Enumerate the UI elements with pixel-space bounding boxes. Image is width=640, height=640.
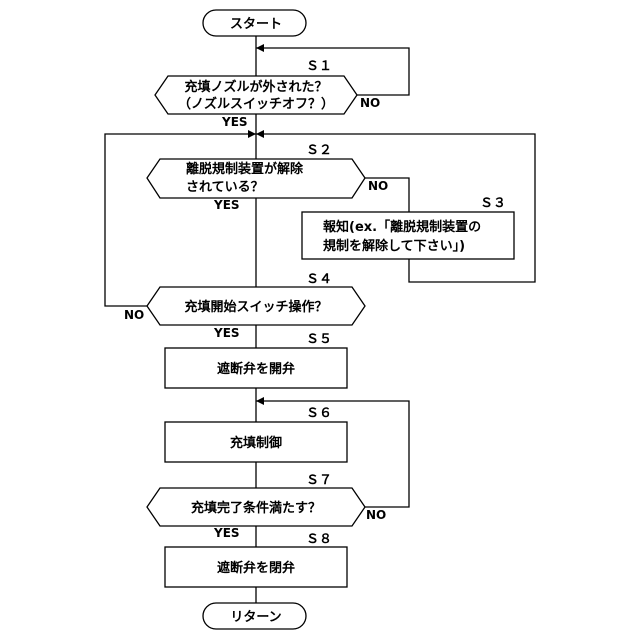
s2-decision: 離脱規制装置が解除 されている？ Ｓ２ NO YES xyxy=(147,143,388,212)
start-label: スタート xyxy=(230,17,282,32)
arrow-s3-loop xyxy=(256,130,264,138)
s1-step-id: Ｓ１ xyxy=(306,59,332,74)
s1-text-line2: （ノズルスイッチオフ？） xyxy=(178,96,334,112)
s6-text: 充填制御 xyxy=(230,435,282,451)
s6-step-id: Ｓ６ xyxy=(306,406,332,421)
s2-step-id: Ｓ２ xyxy=(306,143,332,158)
s7-no-label: NO xyxy=(366,508,386,522)
arrow-s1-loop xyxy=(256,44,264,52)
end-terminal: リターン xyxy=(203,603,306,629)
s4-step-id: Ｓ４ xyxy=(306,272,332,287)
s2-text-line2: されている？ xyxy=(186,180,264,195)
s3-text-line2: 規制を解除して下さい」) xyxy=(323,238,465,254)
s2-yes-label: YES xyxy=(213,198,240,212)
end-label: リターン xyxy=(230,610,281,625)
s4-yes-label: YES xyxy=(213,326,240,340)
s8-step-id: Ｓ８ xyxy=(306,532,332,547)
s7-text: 充填完了条件満たす？ xyxy=(191,500,321,516)
s3-process: 報知(ex.「離脱規制装置の 規制を解除して下さい」) Ｓ３ xyxy=(302,196,514,259)
s4-text: 充填開始スイッチ操作？ xyxy=(184,299,327,315)
s4-decision: 充填開始スイッチ操作？ Ｓ４ NO YES xyxy=(124,272,365,340)
s1-yes-label: YES xyxy=(221,115,248,129)
s3-text-line1: 報知(ex.「離脱規制装置の xyxy=(323,219,481,235)
s8-text: 遮断弁を閉弁 xyxy=(217,560,295,576)
s7-step-id: Ｓ７ xyxy=(306,473,332,488)
s7-yes-label: YES xyxy=(213,526,240,540)
arrow-s7-loop xyxy=(256,397,264,405)
s1-text-line1: 充填ノズルが外された？ xyxy=(184,79,327,95)
s2-text-line1: 離脱規制装置が解除 xyxy=(186,161,304,177)
s5-text: 遮断弁を開弁 xyxy=(217,361,295,377)
s3-step-id: Ｓ３ xyxy=(480,196,506,211)
s4-no-label: NO xyxy=(124,308,144,322)
s7-decision: 充填完了条件満たす？ Ｓ７ NO YES xyxy=(147,473,386,540)
arrow-s4-loop xyxy=(248,130,256,138)
start-terminal: スタート xyxy=(203,10,306,36)
s2-no-label: NO xyxy=(368,179,388,193)
s1-no-label: NO xyxy=(360,96,380,110)
s5-step-id: Ｓ５ xyxy=(306,332,332,347)
s1-decision: 充填ノズルが外された？ （ノズルスイッチオフ？） Ｓ１ NO YES xyxy=(155,59,380,129)
